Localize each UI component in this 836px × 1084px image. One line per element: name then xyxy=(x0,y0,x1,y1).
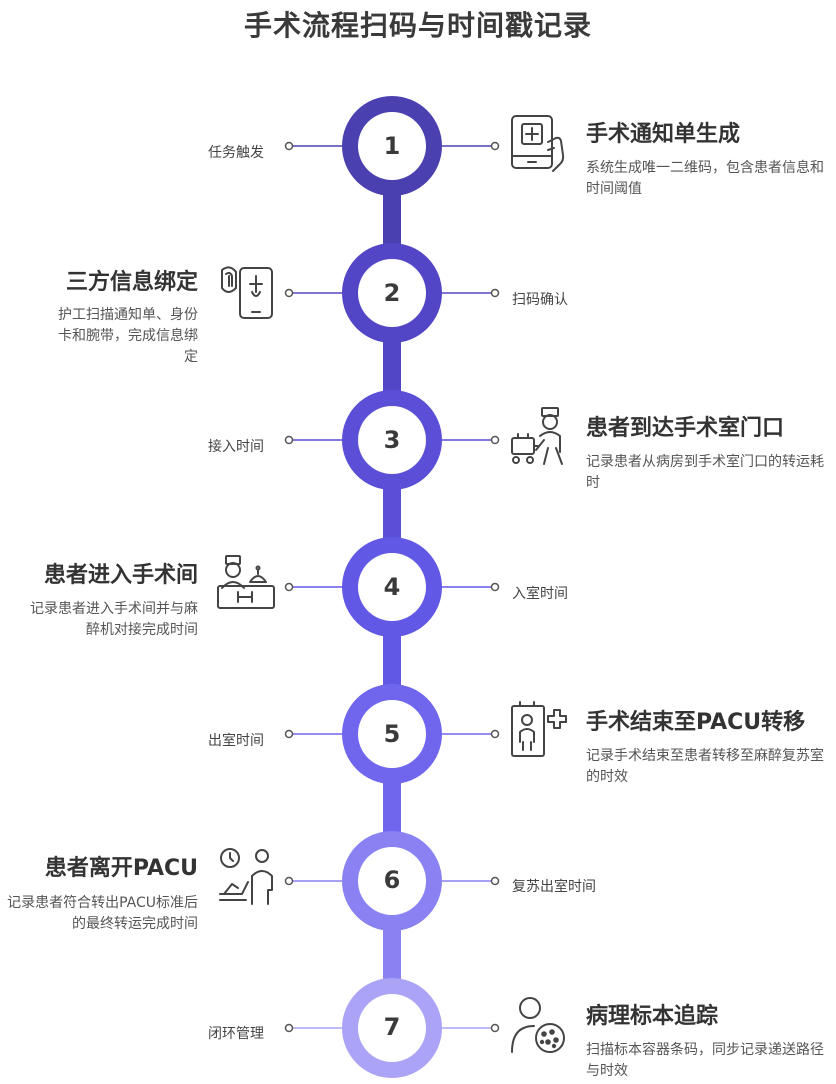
step-5-desc: 记录手术结束至患者转移至麻醉复苏室的时效 xyxy=(586,748,824,785)
tablet-medical-icon xyxy=(511,115,565,172)
step-7-desc: 扫描标本容器条码，同步记录递送路径与时效 xyxy=(586,1042,824,1079)
step-7-number: 7 xyxy=(383,1013,401,1041)
step-7-left-dot xyxy=(284,1023,294,1033)
step-3-desc: 记录患者从病房到手术室门口的转运耗时 xyxy=(586,454,824,491)
page-title: 手术流程扫码与时间戳记录 xyxy=(243,9,592,42)
step-4-title: 患者进入手术间 xyxy=(43,563,198,588)
step-6-desc: 记录患者符合转出PACU标准后的最终转运完成时间 xyxy=(7,895,198,932)
step-1-desc: 系统生成唯一二维码，包含患者信息和时间阈值 xyxy=(586,160,824,197)
step-4-side-label: 入室时间 xyxy=(512,586,568,602)
step-6-left-dot xyxy=(284,876,294,886)
step-2-side-label: 扫码确认 xyxy=(512,292,568,308)
step-3-left-dot xyxy=(284,435,294,445)
elevator-medical-icon xyxy=(511,701,567,757)
step-1-right-dot xyxy=(490,141,500,151)
step-4-desc: 记录患者进入手术间并与麻醉机对接完成时间 xyxy=(30,601,198,638)
step-5-number: 5 xyxy=(383,720,401,748)
step-7-side-label: 闭环管理 xyxy=(208,1026,264,1042)
step-1-title: 手术通知单生成 xyxy=(586,122,741,147)
step-2-ring-center xyxy=(358,259,426,327)
step-6-ring-center xyxy=(358,847,426,915)
step-5-title: 手术结束至PACU转移 xyxy=(586,710,806,735)
step-3-side-label: 接入时间 xyxy=(208,439,264,455)
pathology-specimen-icon xyxy=(511,997,565,1053)
step-2-desc: 护工扫描通知单、身份卡和腕带，完成信息绑定 xyxy=(58,307,198,365)
step-6-right-dot xyxy=(490,876,500,886)
step-7-title: 病理标本追踪 xyxy=(586,1004,719,1029)
step-4-right-dot xyxy=(490,582,500,592)
step-6-side-label: 复苏出室时间 xyxy=(512,879,596,895)
step-7-ring-center xyxy=(358,994,426,1062)
step-5-side-label: 出室时间 xyxy=(208,733,264,749)
step-5-right-dot xyxy=(490,729,500,739)
step-7-right-dot xyxy=(490,1023,500,1033)
step-3-ring-center xyxy=(358,406,426,474)
transport-staff-icon xyxy=(511,407,563,465)
step-3-right-dot xyxy=(490,435,500,445)
step-5-ring-center xyxy=(358,700,426,768)
step-4-left-dot xyxy=(284,582,294,592)
patient-clock-icon xyxy=(219,848,273,905)
reception-desk-icon xyxy=(217,555,275,609)
step-1-ring-center xyxy=(358,112,426,180)
step-6-number: 6 xyxy=(383,866,401,894)
step-2-left-dot xyxy=(284,288,294,298)
step-6-title: 患者离开PACU xyxy=(44,856,198,881)
step-1-number: 1 xyxy=(383,132,401,160)
step-3-title: 患者到达手术室门口 xyxy=(586,416,785,441)
step-5-left-dot xyxy=(284,729,294,739)
id-card-scan-icon xyxy=(221,266,273,319)
step-2-right-dot xyxy=(490,288,500,298)
step-4-number: 4 xyxy=(383,573,401,601)
step-1-side-label: 任务触发 xyxy=(208,145,264,161)
step-3-number: 3 xyxy=(383,426,401,454)
step-1-left-dot xyxy=(284,141,294,151)
step-2-title: 三方信息绑定 xyxy=(65,270,198,295)
step-2-number: 2 xyxy=(383,279,401,307)
step-4-ring-center xyxy=(358,553,426,621)
